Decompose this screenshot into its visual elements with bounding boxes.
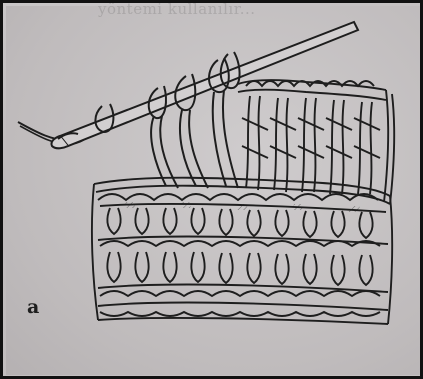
crochet-stitch-illustration bbox=[6, 6, 421, 375]
top-stitch-row bbox=[238, 80, 394, 204]
book-page: yöntemi kullanılır... bbox=[6, 6, 421, 375]
crocheted-fabric bbox=[92, 178, 392, 324]
plate-label: a bbox=[27, 296, 39, 318]
